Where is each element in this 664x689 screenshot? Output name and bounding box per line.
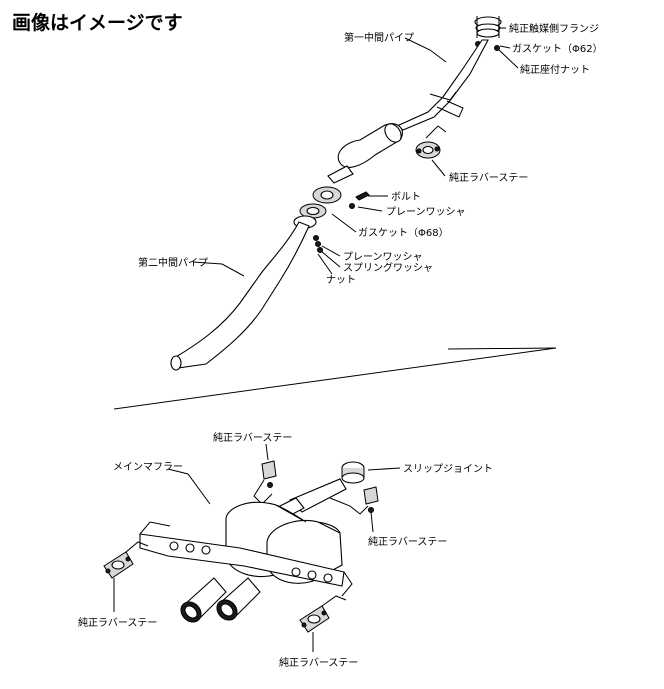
slip-joint <box>341 461 365 484</box>
label-rubber-stay-left: 純正ラバーステー <box>78 616 157 629</box>
label-first-mid-pipe: 第一中間パイプ <box>344 31 414 44</box>
image-note-title: 画像はイメージです <box>12 11 183 34</box>
label-plain-washer-2: プレーンワッシャ <box>343 251 423 263</box>
rubber-mount-bottom <box>299 595 347 633</box>
second-mid-pipe <box>170 221 310 371</box>
heat-shield-plate <box>139 521 353 597</box>
label-rubber-stay-mid: 純正ラバーステー <box>213 431 292 444</box>
label-oe-nut: 純正座付ナット <box>520 63 590 76</box>
first-mid-muffler <box>327 123 403 184</box>
label-rubber-stay-right: 純正ラバーステー <box>368 535 447 548</box>
label-gasket-68: ガスケット（Φ68） <box>358 227 449 239</box>
label-gasket-62: ガスケット（Φ62） <box>512 43 603 55</box>
rubber-mount-upper <box>261 460 277 488</box>
label-second-mid-pipe: 第二中間パイプ <box>138 256 208 269</box>
first-mid-pipe <box>395 39 489 131</box>
label-oe-flange: 純正触媒側フランジ <box>509 22 599 35</box>
label-spring-washer: スプリングワッシャ <box>343 261 433 274</box>
rubber-mount-left <box>103 541 149 579</box>
bolt-washer-hardware <box>313 191 370 253</box>
label-rubber-stay-top: 純正ラバーステー <box>449 171 528 184</box>
part-labels: 純正触媒側フランジ ガスケット（Φ62） 純正座付ナット 第一中間パイプ 純正ラ… <box>78 22 603 669</box>
label-main-muffler: メインマフラー <box>113 461 183 473</box>
rubber-mount-right <box>363 486 379 513</box>
main-muffler-hangers <box>253 479 369 515</box>
detail-divider <box>113 347 557 410</box>
label-nut: ナット <box>326 274 356 286</box>
rubber-mount-top <box>415 125 447 159</box>
tailpipes <box>180 577 261 623</box>
leader-lines <box>113 27 519 652</box>
joint-flanges <box>293 186 342 229</box>
label-rubber-stay-bottom: 純正ラバーステー <box>279 656 358 669</box>
label-bolt: ボルト <box>391 191 421 203</box>
label-slip-joint: スリップジョイント <box>403 463 493 475</box>
label-plain-washer-1: プレーンワッシャ <box>386 206 466 218</box>
